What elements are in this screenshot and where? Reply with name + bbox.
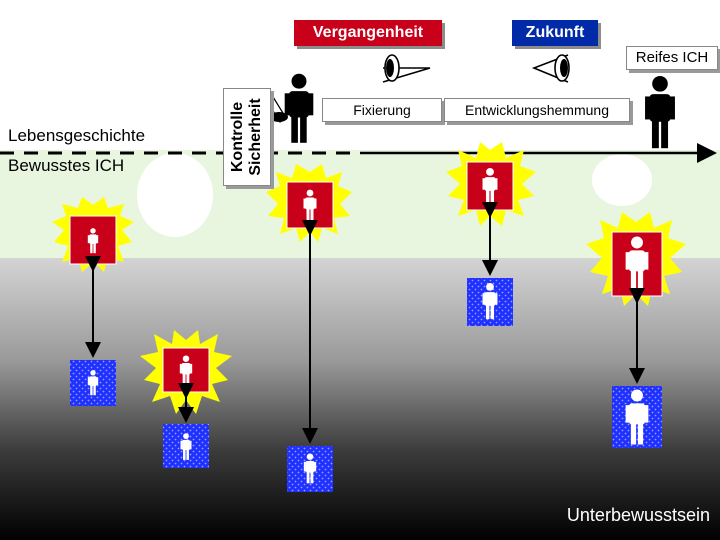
eye-icon xyxy=(531,54,570,83)
person-icon xyxy=(284,73,314,143)
unterbewusstsein-label: Unterbewusstsein xyxy=(566,505,710,525)
kontrolle-label: Kontrolle xyxy=(229,101,246,173)
kontrolle-sicherheit-box: Kontrolle Sicherheit xyxy=(223,88,271,186)
entwicklungshemmung-label: Entwicklungshemmung xyxy=(444,98,630,122)
memory-ellipse-left xyxy=(137,153,213,237)
person-icon xyxy=(645,75,675,149)
kontrolle-sicherheit-text: Kontrolle Sicherheit xyxy=(229,98,265,175)
memory-ellipse-right xyxy=(592,154,652,206)
reifes-ich-label: Reifes ICH xyxy=(626,46,718,70)
vergangenheit-tag: Vergangenheit xyxy=(294,20,442,46)
lebensgeschichte-label: Lebensgeschichte xyxy=(8,126,146,145)
eye-icon xyxy=(382,54,431,83)
bewusstes-ich-label: Bewusstes ICH xyxy=(8,156,125,175)
sicherheit-label: Sicherheit xyxy=(247,98,264,176)
zukunft-tag: Zukunft xyxy=(512,20,598,46)
fixierung-label: Fixierung xyxy=(322,98,442,122)
